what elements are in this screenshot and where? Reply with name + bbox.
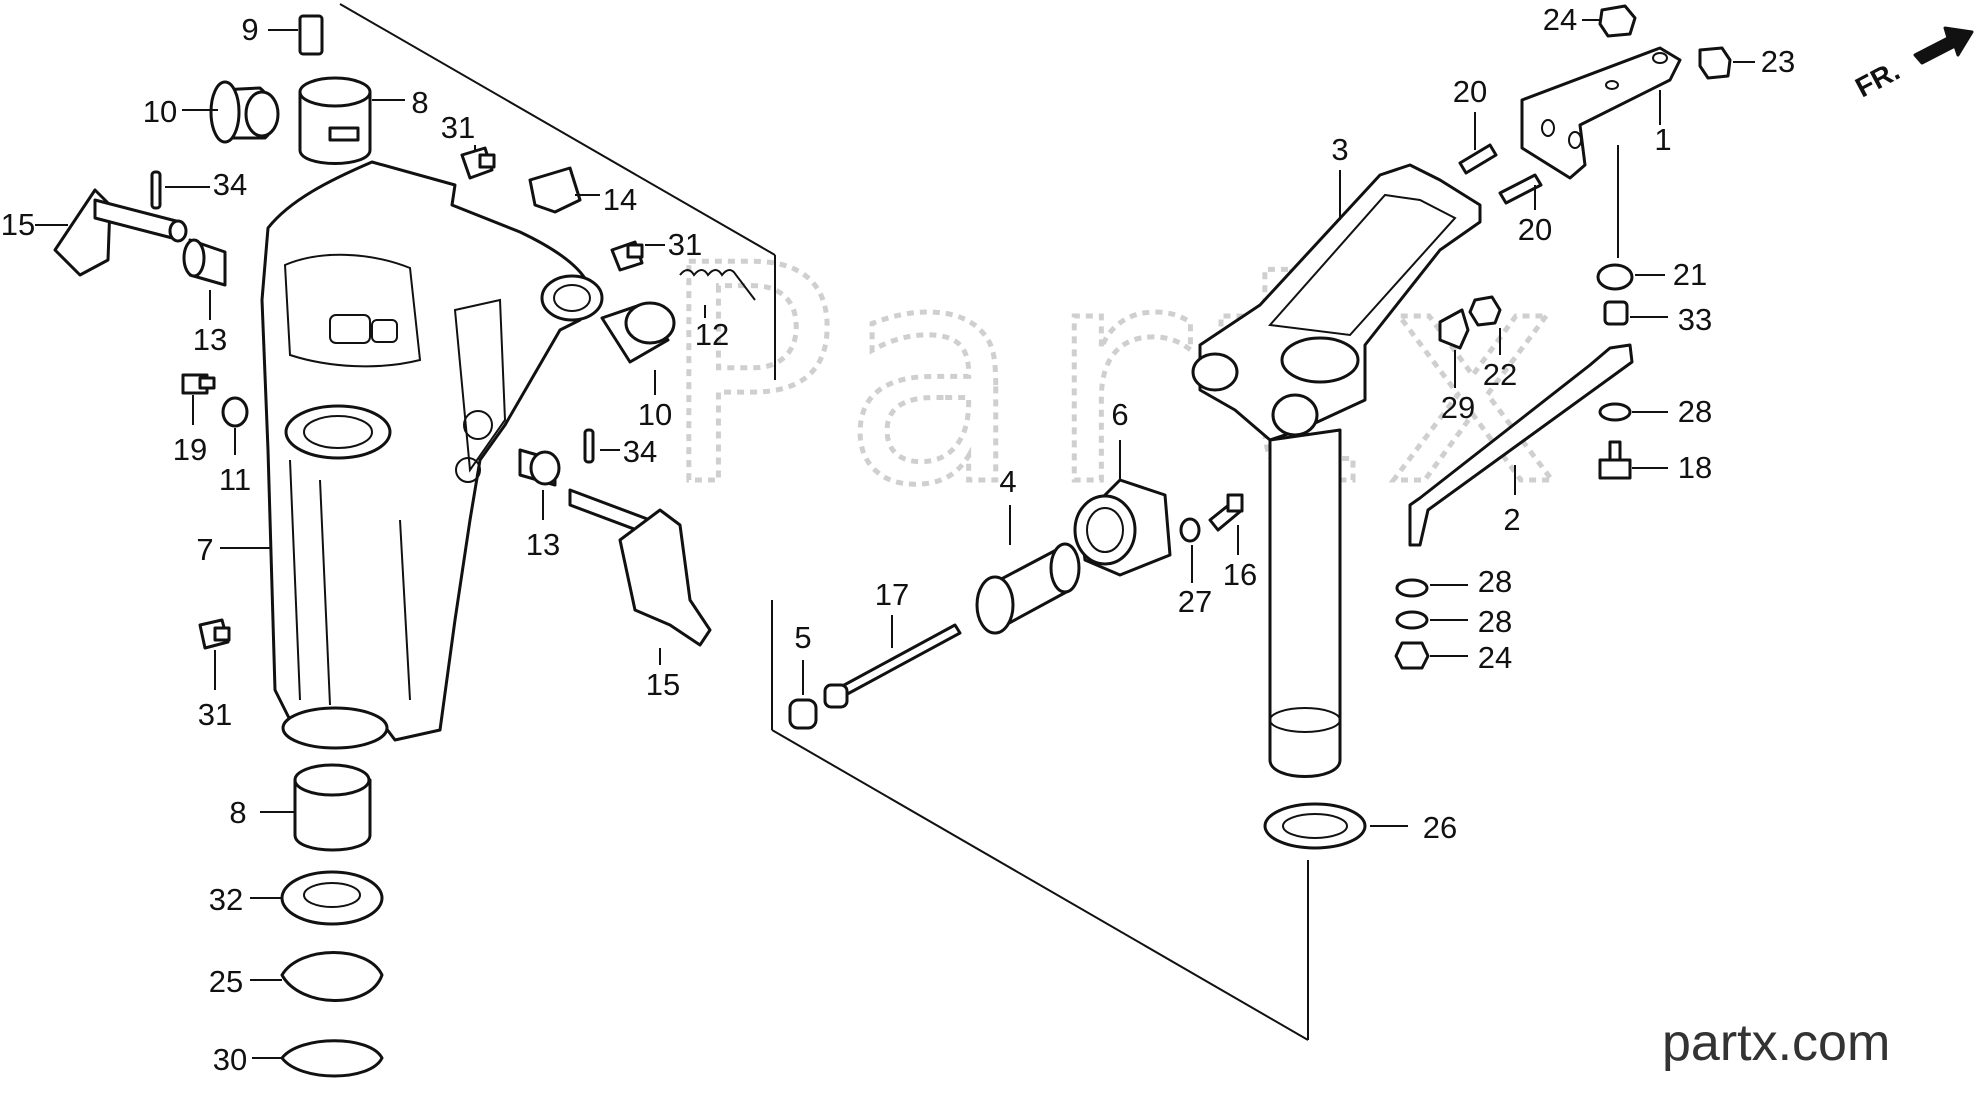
washer-27-part <box>1179 517 1201 543</box>
bushing-13-upper-part <box>182 238 227 287</box>
callout-label-c23: 23 <box>1761 44 1795 79</box>
nut-24-lower-part <box>1394 641 1430 670</box>
callout-label-c19: 19 <box>173 432 207 467</box>
tilt-lever-upper-part <box>53 188 188 277</box>
bushing-lower-part <box>293 763 372 852</box>
bolt-19-part <box>181 373 216 395</box>
clip-part <box>528 166 582 214</box>
bushing-13-lower-part <box>518 448 561 487</box>
callout-label-c22: 22 <box>1483 357 1517 392</box>
pin-lower-part <box>583 428 595 464</box>
callout-label-c5: 5 <box>794 620 811 655</box>
callout-label-c20b: 20 <box>1518 212 1552 247</box>
callout-label-c31b: 31 <box>668 227 702 262</box>
nut-24-upper-part <box>1598 4 1637 38</box>
callout-label-c8a: 8 <box>411 85 428 120</box>
callout-label-c28c: 28 <box>1478 604 1512 639</box>
assembly-boundary <box>339 3 1619 1041</box>
callout-label-c15a: 15 <box>1 207 35 242</box>
callout-label-c33: 33 <box>1678 302 1712 337</box>
callout-label-c32: 32 <box>209 882 243 917</box>
washer-28-mid-part <box>1395 578 1429 598</box>
callout-label-c9a: 9 <box>241 12 258 47</box>
swivel-case-part <box>260 160 604 750</box>
callout-label-c17: 17 <box>875 577 909 612</box>
spring-part <box>679 269 756 301</box>
washer-26-part <box>1263 802 1367 850</box>
swivel-bracket-part <box>1191 163 1482 778</box>
washer-28-lower-part <box>1395 610 1429 630</box>
callout-label-c13b: 13 <box>526 527 560 562</box>
long-bolt-part <box>823 623 962 709</box>
callout-label-c11: 11 <box>219 462 251 497</box>
front-label: FR. <box>1850 55 1904 104</box>
link-rod-part <box>1408 343 1634 547</box>
seal-32-part <box>280 870 384 926</box>
callout-label-c6: 6 <box>1111 397 1128 432</box>
cap-part <box>788 698 818 730</box>
callout-label-c25: 25 <box>209 964 243 999</box>
callout-label-c7: 7 <box>196 532 213 567</box>
housing-part <box>1073 478 1172 577</box>
callout-label-c4: 4 <box>999 464 1016 499</box>
grease-fitting-a <box>460 146 496 180</box>
wave-washer-part <box>280 951 384 1002</box>
callout-label-c18: 18 <box>1678 450 1712 485</box>
callout-label-c24a: 24 <box>1543 2 1577 37</box>
bushing-upper-part <box>298 76 372 165</box>
callout-label-c30: 30 <box>213 1042 247 1077</box>
pin-upper-part <box>150 170 162 210</box>
callout-label-c2: 2 <box>1503 502 1520 537</box>
tilt-lever-lower-part <box>568 488 712 647</box>
callout-label-c10a: 10 <box>143 94 177 129</box>
callout-label-c21: 21 <box>1673 257 1707 292</box>
callout-label-c31c: 31 <box>198 697 232 732</box>
washer-28-upper-part <box>1598 402 1632 422</box>
stopper-part <box>298 14 324 56</box>
spring-11-part <box>221 396 249 428</box>
clip-29-part <box>1438 308 1470 350</box>
bolt-16-part <box>1208 493 1244 532</box>
grease-fitting-b <box>610 240 644 272</box>
callout-label-c34b: 34 <box>623 434 657 469</box>
bushing-left-part <box>209 80 280 144</box>
nut-21-part <box>1596 263 1634 291</box>
callout-label-c16: 16 <box>1223 557 1257 592</box>
callout-label-c13a: 13 <box>193 322 227 357</box>
nut-23-part <box>1698 46 1732 80</box>
callout-label-c28a: 28 <box>1678 394 1712 429</box>
callout-label-c15b: 15 <box>646 667 680 702</box>
bracket-plate-part <box>1520 46 1682 180</box>
site-brand: partx.com <box>1662 1014 1890 1072</box>
leader-lines <box>35 19 1755 1059</box>
callout-label-c31a: 31 <box>441 110 475 145</box>
callout-label-c8b: 8 <box>229 795 246 830</box>
callout-label-c24b: 24 <box>1478 640 1512 675</box>
circlip-part <box>280 1039 384 1078</box>
stud-upper-part <box>1458 143 1498 175</box>
callout-label-c12: 12 <box>695 317 729 352</box>
callout-label-c3: 3 <box>1331 132 1348 167</box>
nut-22-part <box>1468 295 1502 327</box>
callout-label-c27: 27 <box>1178 584 1212 619</box>
callout-label-c26: 26 <box>1423 810 1457 845</box>
callout-label-c1: 1 <box>1654 122 1671 157</box>
ratchet-part <box>975 542 1081 635</box>
stud-lower-part <box>1498 173 1543 205</box>
bolt-18-part <box>1598 440 1632 480</box>
front-direction-indicator: FR. <box>1850 26 1974 104</box>
callout-label-c20a: 20 <box>1453 74 1487 109</box>
bushing-right-part <box>600 301 676 364</box>
callout-label-c10b: 10 <box>638 397 672 432</box>
spacer-33-part <box>1603 300 1629 326</box>
callout-label-c29: 29 <box>1441 390 1475 425</box>
callout-label-c28b: 28 <box>1478 564 1512 599</box>
callout-label-c14: 14 <box>603 182 637 217</box>
grease-fitting-c <box>198 618 231 650</box>
callout-label-c34a: 34 <box>213 167 247 202</box>
